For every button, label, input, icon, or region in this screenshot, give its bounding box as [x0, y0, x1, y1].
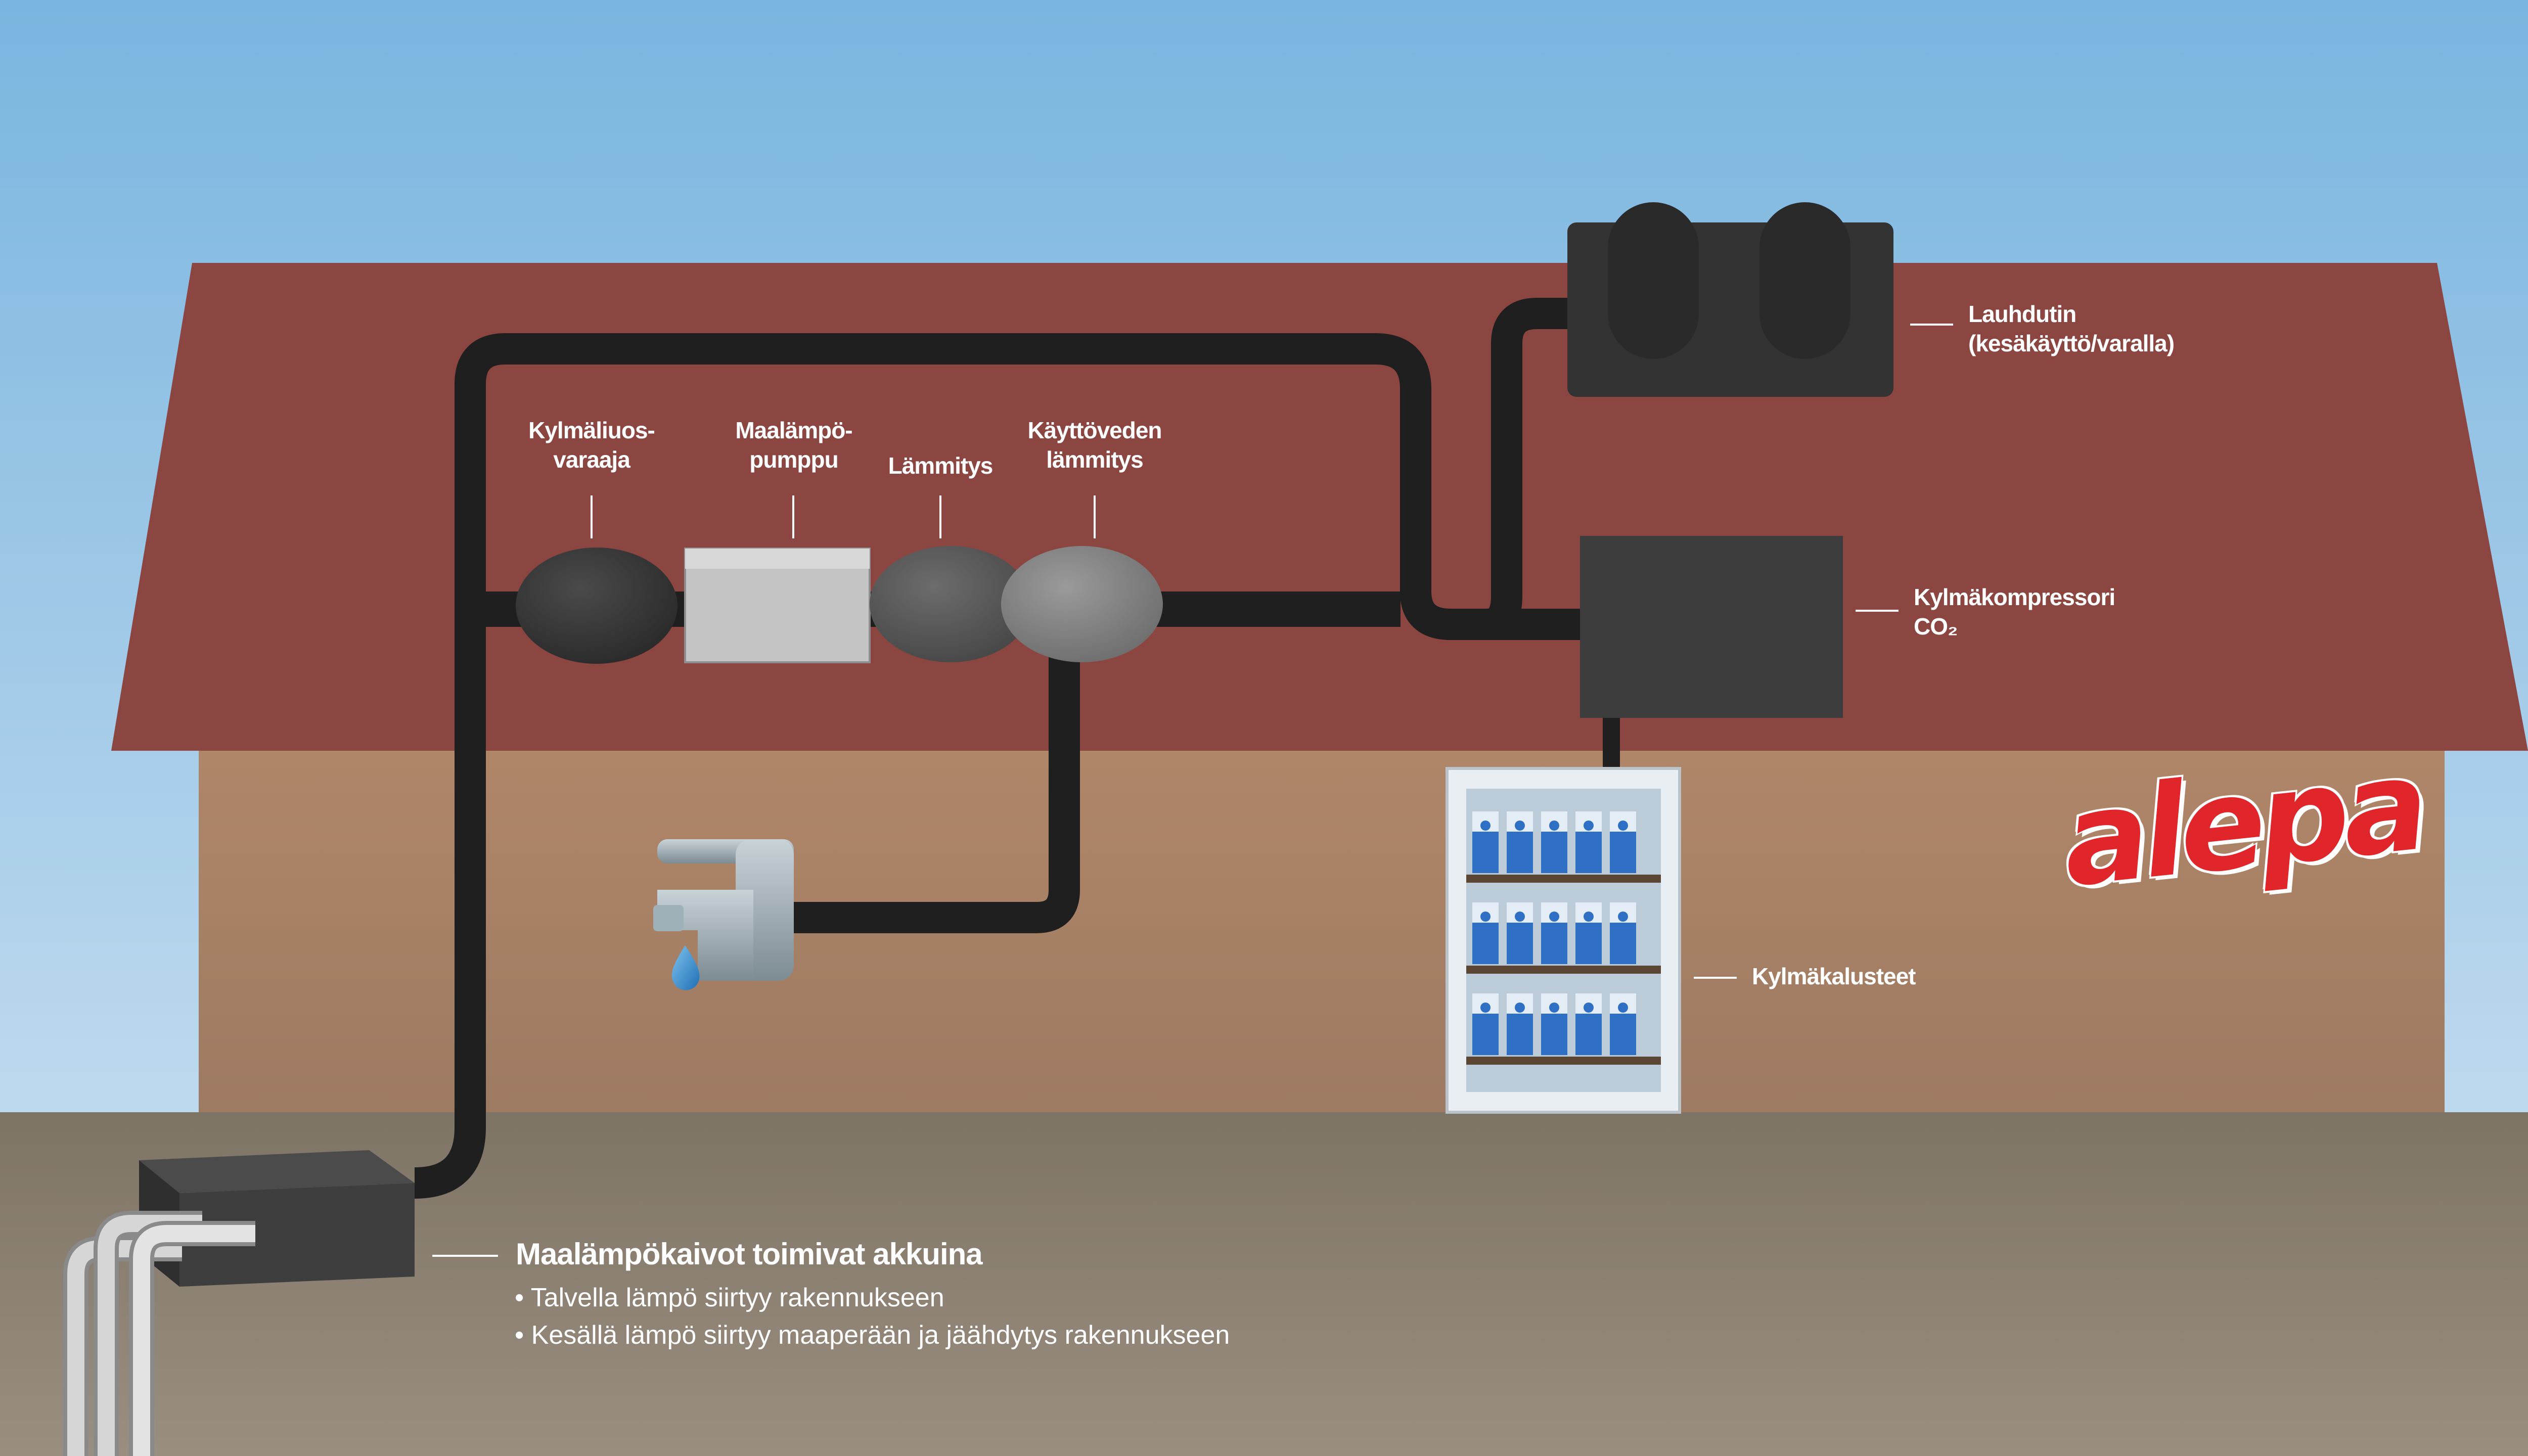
- refrigeration-tick: [1694, 977, 1737, 979]
- hot-water-pipe: [781, 652, 1080, 933]
- milk-carton-logo: [1480, 912, 1491, 922]
- wells-bullet-summer: • Kesällä lämpö siirtyy maaperään ja jää…: [515, 1321, 1230, 1350]
- milk-carton-logo: [1480, 1003, 1491, 1013]
- hot-water-tick: [1094, 495, 1096, 538]
- alepa-logo: alepa: [2056, 731, 2429, 915]
- brine-tank: [516, 548, 678, 664]
- wells-bullet-winter: • Talvella lämpö siirtyy rakennukseen: [515, 1283, 944, 1312]
- heating-tick: [939, 495, 941, 538]
- condenser-fan-left: [1608, 202, 1699, 359]
- refrigeration-label: Kylmäkalusteet: [1752, 963, 1916, 989]
- wells-heading: Maalämpökaivot toimivat akkuina: [516, 1237, 983, 1271]
- brine-tank-tick: [591, 495, 593, 538]
- milk-carton-logo: [1584, 821, 1594, 831]
- milk-carton-logo: [1618, 821, 1628, 831]
- building-wall: [199, 718, 2445, 1122]
- milk-carton-logo: [1549, 1003, 1559, 1013]
- milk-carton-logo: [1618, 912, 1628, 922]
- condenser-pipe: [1485, 298, 1572, 640]
- water-tap: [653, 839, 794, 981]
- wells-tick: [432, 1255, 498, 1257]
- milk-carton-logo: [1549, 912, 1559, 922]
- heat-pump-tick: [792, 495, 794, 538]
- hot-water-label: Käyttöveden lämmitys: [1027, 417, 1162, 473]
- fridge-pipe: [1603, 708, 1620, 774]
- condenser-label: Lauhdutin (kesäkäyttö/varalla): [1968, 301, 2175, 356]
- brine-tank-label: Kylmäliuos- varaaja: [528, 417, 655, 473]
- milk-carton-logo: [1584, 912, 1594, 922]
- milk-carton-logo: [1584, 1003, 1594, 1013]
- milk-carton-logo: [1480, 821, 1491, 831]
- milk-carton-logo: [1618, 1003, 1628, 1013]
- milk-cartons: [1472, 811, 1636, 1055]
- heat-pump-top: [685, 549, 870, 569]
- heating-tank: [870, 546, 1031, 662]
- compressor-unit: [1580, 536, 1843, 718]
- milk-carton-logo: [1515, 912, 1525, 922]
- milk-carton-logo: [1549, 821, 1559, 831]
- condenser-fan-right: [1759, 202, 1850, 359]
- hot-water-tank: [1001, 546, 1163, 662]
- geothermal-wells: [63, 1211, 255, 1456]
- milk-carton-logo: [1515, 1003, 1525, 1013]
- main-brine-pipe: [414, 333, 1585, 1199]
- heating-label: Lämmitys: [888, 452, 994, 479]
- compressor-tick: [1856, 610, 1899, 612]
- milk-carton-logo: [1515, 821, 1525, 831]
- heat-pump-label: Maalämpö- pumppu: [735, 417, 852, 473]
- condenser-tick: [1910, 324, 1953, 326]
- water-drop-icon: [671, 945, 700, 990]
- compressor-label: Kylmäkompressori CO₂: [1914, 584, 2115, 640]
